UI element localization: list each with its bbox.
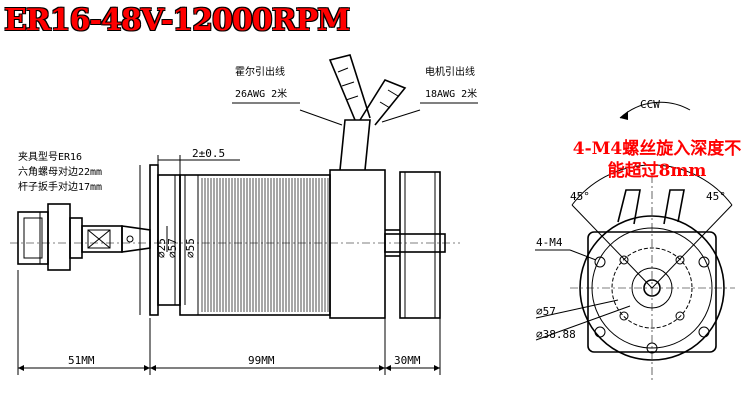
screw-depth-note: 4-M4螺丝旋入深度不能超过8mm [572, 139, 742, 181]
length-dimensions [17, 270, 441, 375]
motor-wire-leader [381, 109, 421, 123]
motor-wire-label: 电机引出线 [425, 65, 475, 78]
tolerance-label: 2±0.5 [192, 147, 225, 160]
collet-model-label: 夹具型号ER16 [18, 150, 82, 163]
dim-51-label: 51MM [68, 354, 95, 367]
end-dia57-label: ⌀57 [536, 305, 556, 318]
dia55-label: ⌀55 [184, 238, 197, 258]
angle-right-label: 45° [706, 190, 726, 203]
dim-99-label: 99MM [248, 354, 275, 367]
collet-assembly [17, 203, 151, 271]
hall-wire-label: 霍尔引出线 [235, 65, 285, 78]
hall-wire-spec: 26AWG 2米 [235, 87, 287, 100]
hall-wire-leader [299, 109, 343, 126]
cable-outlets [328, 54, 407, 171]
motor-wire-spec: 18AWG 2米 [425, 87, 477, 100]
dia57-label: ⌀57 [166, 238, 179, 258]
mounting-flange [139, 164, 181, 316]
rod-wrench-label: 杆子扳手对边17mm [18, 180, 102, 193]
dim-30-label: 30MM [394, 354, 421, 367]
end-dia38-label: ⌀38.88 [536, 328, 576, 341]
hex-nut-label: 六角螺母对边22mm [18, 165, 102, 178]
rear-cap [329, 169, 400, 319]
product-title: ER16-48V-12000RPM [4, 3, 350, 38]
motor-body [179, 174, 331, 316]
end-view [535, 101, 735, 380]
screw-label: 4-M4 [536, 236, 563, 249]
rotation-label: CCW [640, 98, 660, 111]
end-housing [399, 171, 441, 319]
angle-left-label: 45° [570, 190, 590, 203]
